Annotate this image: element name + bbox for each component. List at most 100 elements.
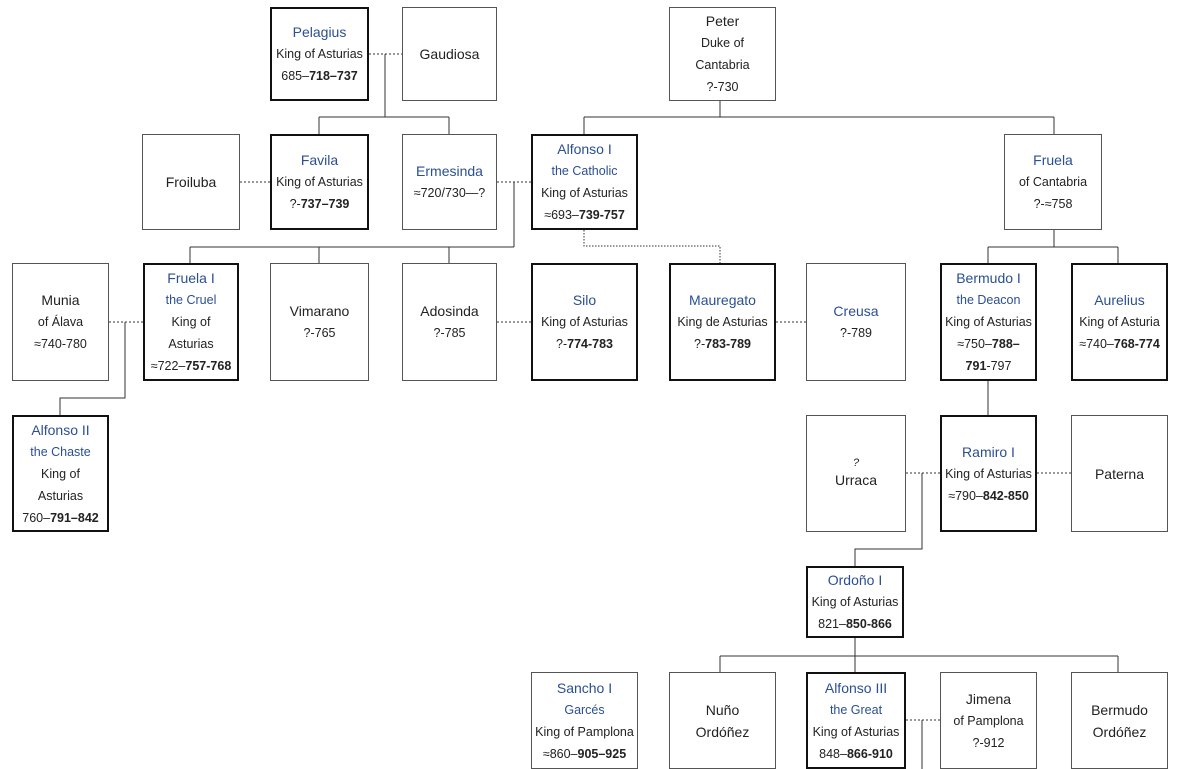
person-epithet[interactable]: the Cruel <box>165 293 217 307</box>
person-reign: 905–925 <box>577 746 627 761</box>
person-name: Peter <box>705 13 740 29</box>
person-name: Jimena <box>965 690 1012 707</box>
person-title: of Pamplona <box>953 713 1024 728</box>
person-reign: 774-783 <box>567 337 613 351</box>
person-peter: Peter Duke of Cantabria ?-730 <box>669 7 776 101</box>
person-title[interactable]: King of Asturias <box>541 186 628 200</box>
person-name: Nuño <box>705 701 740 718</box>
person-name[interactable]: Sancho I <box>556 679 613 696</box>
person-name[interactable]: Pelagius <box>292 24 347 40</box>
person-favila: Favila King of Asturias ?-737–739 <box>270 134 369 230</box>
person-name[interactable]: Silo <box>572 292 597 308</box>
person-epithet[interactable]: the Chaste <box>30 444 91 459</box>
person-dates: ?-789 <box>840 326 872 340</box>
person-name[interactable]: Alfonso I <box>557 141 612 157</box>
person-birth: ?- <box>289 197 301 211</box>
person-epithet[interactable]: the Deacon <box>956 293 1021 307</box>
person-epithet[interactable]: the Catholic <box>551 164 618 178</box>
person-birth: ≈750– <box>957 337 992 351</box>
person-name: Froiluba <box>165 174 217 190</box>
person-urraca: ? Urraca <box>806 415 906 532</box>
person-title[interactable]: King of Asturias <box>811 595 899 609</box>
person-epithet[interactable]: Garcés <box>564 702 605 717</box>
person-title[interactable]: King of Asturias <box>276 47 363 61</box>
person-title[interactable]: King of Asturias <box>812 724 900 739</box>
person-title[interactable]: Asturias <box>168 337 214 351</box>
person-reign: 866-910 <box>846 746 893 761</box>
person-munia: Munia of Álava ≈740-780 <box>12 263 109 381</box>
person-name[interactable]: Mauregato <box>689 292 756 308</box>
person-name[interactable]: Bermudo I <box>956 270 1021 286</box>
person-title[interactable]: Asturias <box>37 488 84 503</box>
person-reign: 739-757 <box>578 208 625 222</box>
person-title[interactable]: King of Asturias <box>945 315 1032 329</box>
person-birth: ≈693– <box>544 208 579 222</box>
person-title[interactable]: King of Asturias <box>276 175 363 189</box>
person-birth: 685– <box>281 69 310 83</box>
person-adosinda: Adosinda ?-785 <box>402 263 497 381</box>
person-reign: 737–739 <box>300 197 350 211</box>
person-name[interactable]: Aurelius <box>1094 292 1145 308</box>
person-name: Paterna <box>1094 465 1145 482</box>
person-name[interactable]: Fruela I <box>167 270 215 286</box>
person-name[interactable]: Ordoño I <box>827 572 883 588</box>
person-reign: 791–842 <box>50 510 99 525</box>
person-name[interactable]: Alfonso III <box>824 679 888 696</box>
person-reign: 768-774 <box>1113 337 1160 351</box>
person-ramiro-i: Ramiro I King of Asturias ≈790–842-850 <box>940 415 1037 532</box>
person-title: of Álava <box>37 315 84 329</box>
person-paterna: Paterna <box>1071 415 1168 532</box>
person-bermudo-ordonez: Bermudo Ordóñez <box>1071 672 1168 769</box>
person-dates: ?-765 <box>303 326 336 340</box>
person-name[interactable]: Favila <box>300 152 339 168</box>
person-dates: ≈740-780 <box>34 337 87 351</box>
person-reign-end: 791 <box>965 359 987 373</box>
person-sancho-i: Sancho I Garcés King of Pamplona ≈860–90… <box>531 672 638 769</box>
person-reign: 783-789 <box>705 337 751 351</box>
person-name[interactable]: Ermesinda <box>416 163 483 179</box>
person-reign: 850-866 <box>845 617 892 631</box>
person-name[interactable]: Creusa <box>833 303 879 319</box>
person-title[interactable]: King of Asturia <box>1079 315 1160 329</box>
person-nuno-ordonez: Nuño Ordóñez <box>669 672 776 769</box>
person-reign-start: 788– <box>991 337 1020 351</box>
person-name: Ordóñez <box>1092 723 1147 740</box>
person-mauregato: Mauregato King de Asturias ?-783-789 <box>669 263 776 381</box>
person-title: Cantabria <box>695 58 750 72</box>
person-alfonso-iii: Alfonso III the Great King of Asturias 8… <box>806 672 906 769</box>
person-name[interactable]: Ramiro I <box>962 443 1015 460</box>
person-birth: ≈740– <box>1079 337 1114 351</box>
person-vimarano: Vimarano ?-765 <box>270 263 369 381</box>
person-alfonso-i: Alfonso I the Catholic King of Asturias … <box>531 134 638 230</box>
uncertain-mark: ? <box>852 456 860 469</box>
person-title[interactable]: King of Asturias <box>541 315 628 329</box>
person-name: Adosinda <box>420 303 479 319</box>
person-dates: ≈720/730—? <box>413 186 486 200</box>
person-title[interactable]: King of Pamplona <box>535 724 634 739</box>
person-epithet[interactable]: the Great <box>829 702 883 717</box>
person-dates: ?-730 <box>706 80 739 94</box>
person-title[interactable]: King of Asturias <box>945 466 1032 481</box>
person-birth: 848– <box>819 746 847 761</box>
person-alfonso-ii: Alfonso II the Chaste King of Asturias 7… <box>12 415 109 532</box>
person-birth: ≈790– <box>948 488 983 503</box>
person-name: Vimarano <box>289 303 350 319</box>
person-aurelius: Aurelius King of Asturia ≈740–768-774 <box>1071 263 1168 381</box>
person-froiluba: Froiluba <box>142 134 240 230</box>
person-name[interactable]: Alfonso II <box>31 421 90 438</box>
person-pelagius: Pelagius King of Asturias 685–718–737 <box>270 7 369 101</box>
person-death: -797 <box>986 359 1012 373</box>
person-name[interactable]: Fruela <box>1033 152 1073 168</box>
person-title[interactable]: King of <box>41 466 80 481</box>
person-fruela-i: Fruela I the Cruel King of Asturias ≈722… <box>143 263 239 381</box>
person-title[interactable]: King of <box>171 315 211 329</box>
person-jimena: Jimena of Pamplona ?-912 <box>940 672 1037 769</box>
person-reign: 718–737 <box>309 69 358 83</box>
person-name: Munia <box>41 292 80 308</box>
person-birth: ≈722– <box>150 359 186 373</box>
person-dates: ?-≈758 <box>1033 197 1073 211</box>
person-bermudo-i: Bermudo I the Deacon King of Asturias ≈7… <box>940 263 1037 381</box>
person-title[interactable]: King de Asturias <box>677 315 768 329</box>
person-name: Gaudiosa <box>419 46 480 62</box>
